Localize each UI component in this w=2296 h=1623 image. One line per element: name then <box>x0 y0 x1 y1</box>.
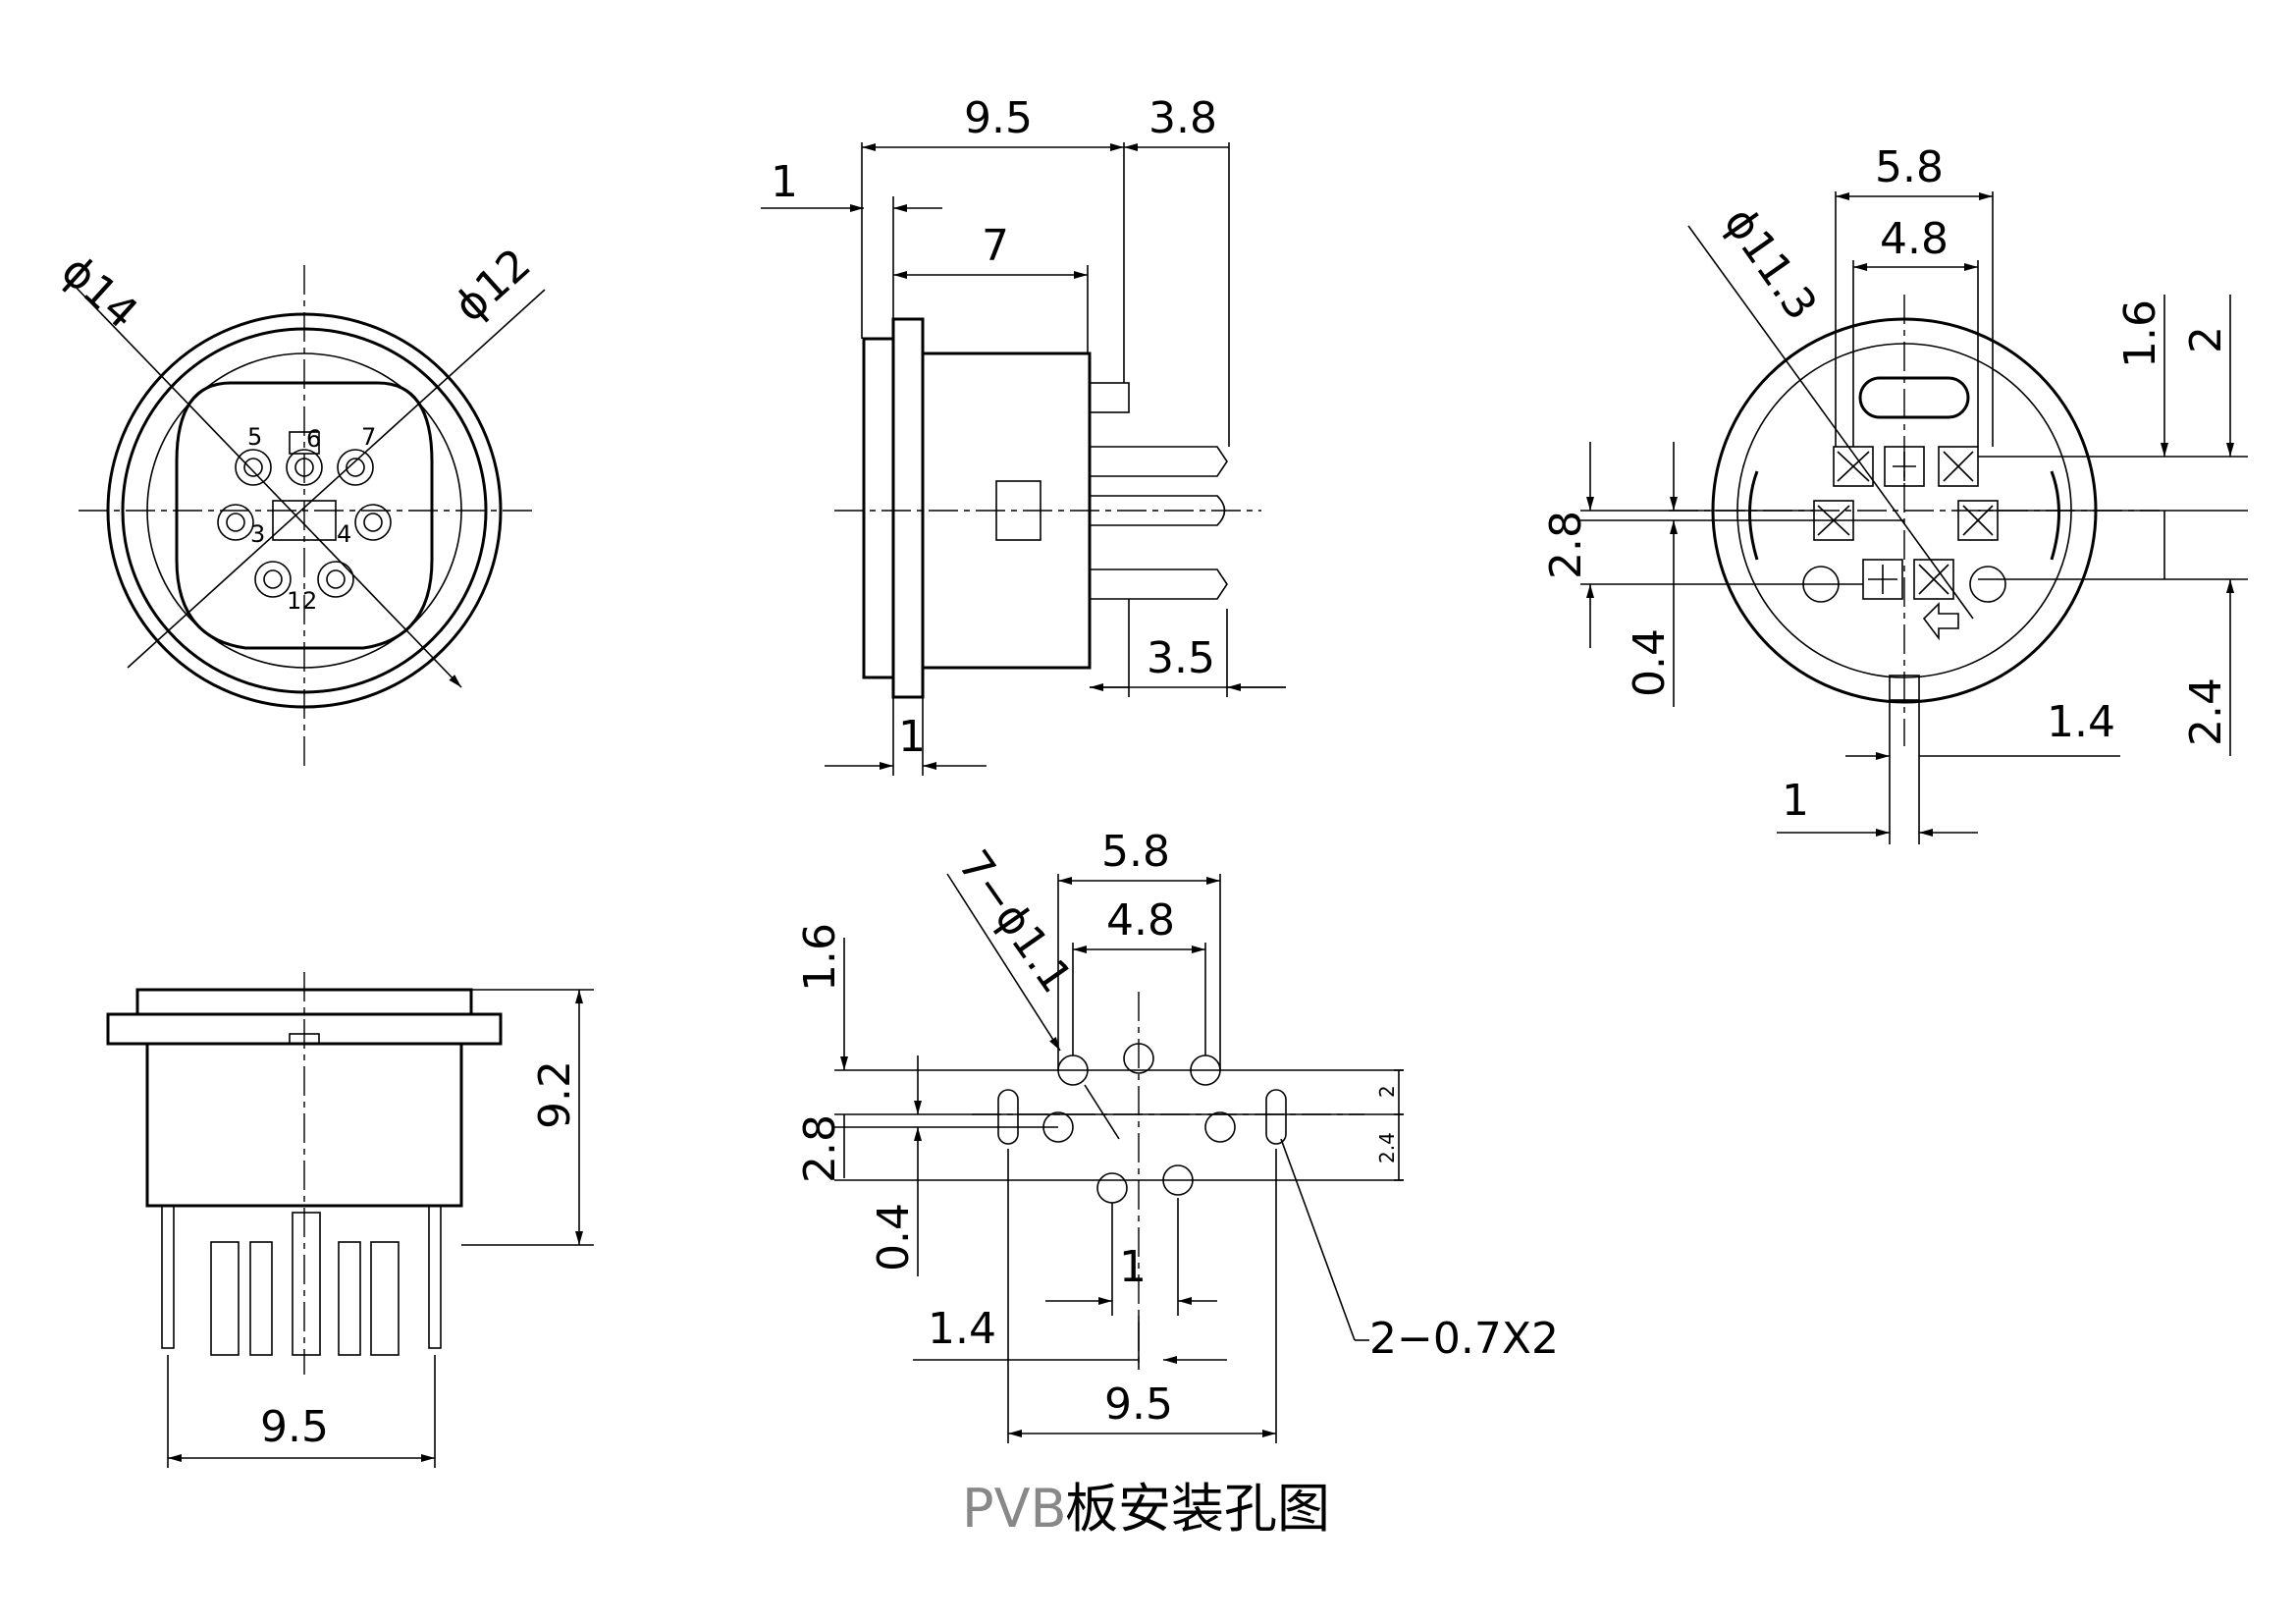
dim-rear-1: 1 <box>1782 776 1809 826</box>
dim-rear-0-4: 0.4 <box>1625 628 1675 697</box>
pin-label-4: 4 <box>337 520 351 548</box>
dim-rear-4-8: 4.8 <box>1880 214 1949 264</box>
rear-view: 5.8 4.8 ϕ11.3 1.6 2 2.4 2.8 0.4 1.4 1 <box>1541 142 2248 844</box>
pcb-caption-text: 板安装孔图 <box>1065 1478 1330 1540</box>
dim-side-7: 7 <box>982 221 1009 271</box>
dim-bottom-9-5: 9.5 <box>260 1402 329 1452</box>
dim-pcb-5-8: 5.8 <box>1101 827 1170 877</box>
rear-terminals <box>1813 446 1999 600</box>
pin-label-7: 7 <box>361 423 376 451</box>
dim-bottom-9-2: 9.2 <box>530 1060 580 1129</box>
dim-rear-2: 2 <box>2181 326 2231 353</box>
pcb-layout: 5.8 4.8 7−ϕ1.1 1.6 2.8 0.4 2 2.4 1 1.4 <box>795 827 1559 1540</box>
pcb-slot-spec: 2−0.7X2 <box>1369 1314 1559 1364</box>
dim-side-bottom-1: 1 <box>898 712 926 762</box>
dim-pcb-2-small: 2 <box>1375 1085 1399 1098</box>
dim-rear-1-6: 1.6 <box>2115 299 2165 368</box>
pcb-hole-spec: 7−ϕ1.1 <box>948 841 1082 1001</box>
pin-label-3: 3 <box>250 520 265 548</box>
dim-pcb-2-4-small: 2.4 <box>1375 1132 1399 1163</box>
dim-pcb-9-5: 9.5 <box>1104 1380 1173 1430</box>
pin-label-6: 6 <box>306 425 321 453</box>
dim-side-flange-1: 1 <box>771 157 798 207</box>
pin-label-1: 1 <box>287 587 301 615</box>
dim-pcb-1-4: 1.4 <box>928 1304 996 1354</box>
dim-diameter-14: ϕ14 <box>52 245 147 339</box>
pcb-slot-right <box>1265 1089 1287 1145</box>
bottom-view: 9.2 9.5 <box>106 972 594 1468</box>
dim-rear-1-4: 1.4 <box>2047 697 2115 747</box>
dim-side-9-5: 9.5 <box>964 93 1033 143</box>
pin-label-5: 5 <box>247 423 262 451</box>
side-view: 9.5 3.8 1 7 3.5 1 <box>761 93 1286 776</box>
bottom-pins <box>161 1205 442 1356</box>
dim-side-3-8: 3.8 <box>1148 93 1217 143</box>
dim-pcb-0-4: 0.4 <box>869 1203 919 1271</box>
dim-pcb-2-8: 2.8 <box>795 1114 845 1183</box>
front-pins <box>217 449 392 598</box>
dim-rear-diameter-11-3: ϕ11.3 <box>1714 198 1827 329</box>
pcb-caption-prefix: PVB <box>962 1478 1067 1540</box>
dim-diameter-12: ϕ12 <box>445 239 540 332</box>
front-view: 5 6 7 3 4 1 2 ϕ14 ϕ12 <box>52 239 546 766</box>
dim-pcb-1-6: 1.6 <box>795 923 845 992</box>
dim-rear-2-8: 2.8 <box>1541 511 1591 579</box>
dim-pcb-4-8: 4.8 <box>1106 895 1175 946</box>
pcb-slot-left <box>997 1089 1019 1145</box>
dim-pcb-1: 1 <box>1119 1242 1147 1292</box>
dim-rear-2-4: 2.4 <box>2181 677 2231 746</box>
dim-rear-5-8: 5.8 <box>1875 142 1944 192</box>
dim-side-3-5: 3.5 <box>1147 633 1215 683</box>
pin-label-2: 2 <box>302 587 317 615</box>
